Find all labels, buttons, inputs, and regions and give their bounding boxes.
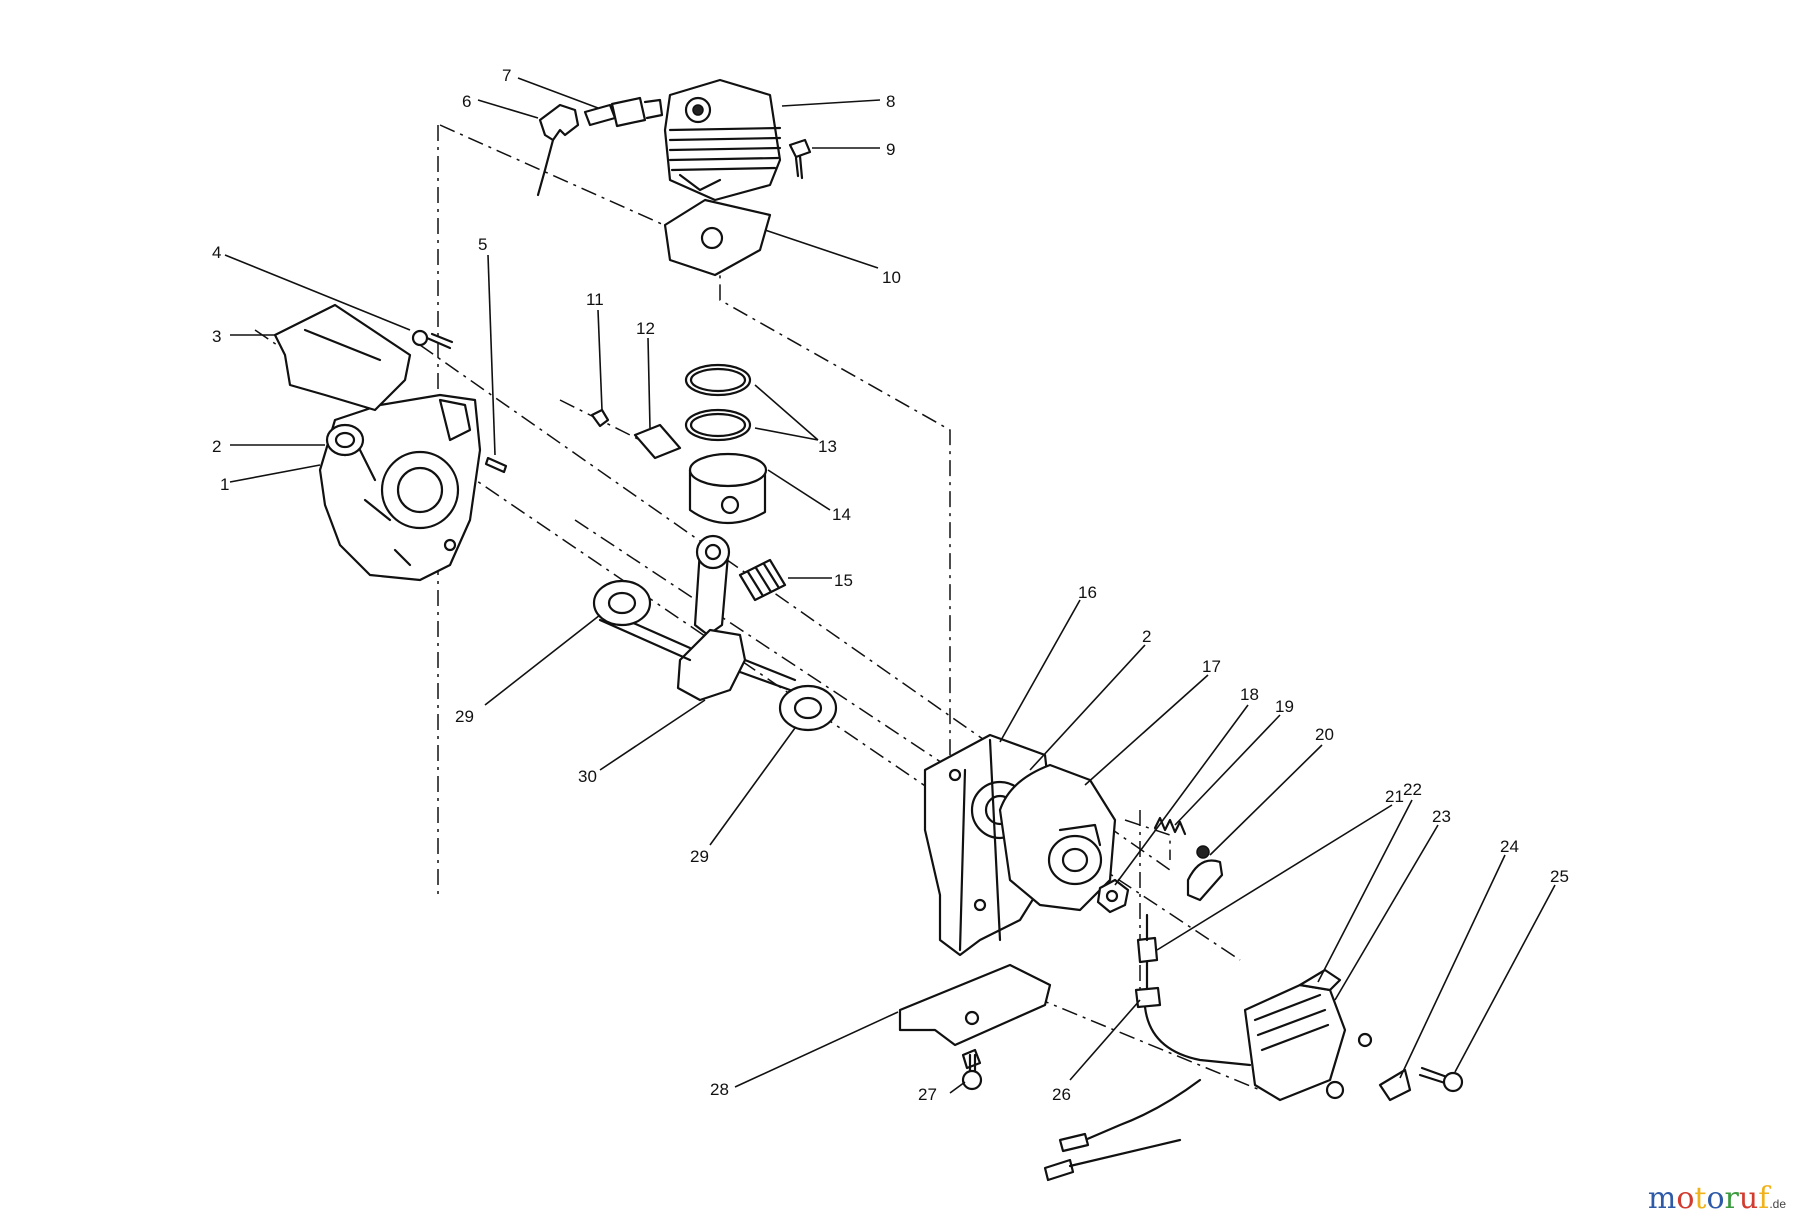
leader-lines [224,77,1556,1094]
callout-5: 5 [478,235,487,254]
callout-8: 8 [886,92,895,111]
logo-letter: t [1694,1181,1707,1216]
piston [688,452,768,525]
logo-letter: m [1647,1181,1677,1216]
ignition-module [1243,968,1373,1102]
needle-bearing [738,558,787,602]
piston-pin [633,423,682,460]
logo-letter: o [1706,1181,1725,1216]
callout-2: 2 [212,437,221,456]
spring [1153,816,1187,836]
callout-13: 13 [818,437,837,456]
logo-letter: r [1724,1181,1739,1216]
callout-29: 29 [455,707,474,726]
callout-17: 17 [1202,657,1221,676]
callout-18: 18 [1240,685,1259,704]
callout-2b: 2 [1142,627,1151,646]
callout-22: 22 [1403,780,1422,799]
spark-plug [583,96,664,128]
seal-left [325,423,365,457]
screw-4 [411,329,454,350]
main-bearing-right [778,684,838,732]
callout-15: 15 [834,571,853,590]
callout-11: 11 [586,290,604,309]
callout-21: 21 [1385,787,1404,806]
assembly-axis-lines [254,124,1261,1091]
logo-suffix: .de [1769,1197,1786,1211]
piston-rings [684,363,752,442]
callout-3: 3 [212,327,221,346]
callout-1: 1 [220,475,229,494]
wire-grommet [1136,913,1159,992]
screw-9 [788,138,812,180]
callout-26: 26 [1052,1085,1071,1104]
part-callouts: 1 2 3 4 5 6 7 8 9 10 11 12 13 14 15 16 2… [212,66,1569,1104]
watermark-logo: motoruf.de [1648,1181,1786,1216]
callout-29b: 29 [690,847,709,866]
callout-24: 24 [1500,837,1519,856]
callout-23: 23 [1432,807,1451,826]
callout-14: 14 [832,505,851,524]
ignition-wire [1043,986,1252,1182]
logo-letter: u [1738,1181,1759,1216]
callout-27: 27 [918,1085,937,1104]
starter-pawl [1186,845,1224,902]
callout-16: 16 [1078,583,1097,602]
base-plate [898,963,1052,1047]
callout-30: 30 [578,767,597,786]
ground-clip [1378,1068,1412,1102]
screw-25 [1418,1066,1464,1093]
crankshaft-assembly [598,534,797,702]
callout-4: 4 [212,243,221,262]
callout-10: 10 [882,268,901,287]
spark-plug-boot [536,103,580,197]
callout-6: 6 [462,92,471,111]
callout-20: 20 [1315,725,1334,744]
cylinder [663,78,782,202]
callout-9: 9 [886,140,895,159]
dowel-pin [484,456,508,474]
rotor-housing [998,763,1117,912]
screw-27 [961,1048,983,1091]
crankcase-left-half [318,393,482,582]
callout-12: 12 [636,319,655,338]
callout-7: 7 [502,66,511,85]
callout-19: 19 [1275,697,1294,716]
logo-letter: f [1758,1181,1770,1216]
piston-pin-clip [590,408,610,428]
cylinder-gasket [663,198,772,277]
logo-letter: o [1676,1181,1695,1216]
flange-nut [1096,878,1130,914]
callout-25: 25 [1550,867,1569,886]
callout-28: 28 [710,1080,729,1099]
heat-shield-plate [273,303,412,412]
main-bearing-left [592,579,652,627]
